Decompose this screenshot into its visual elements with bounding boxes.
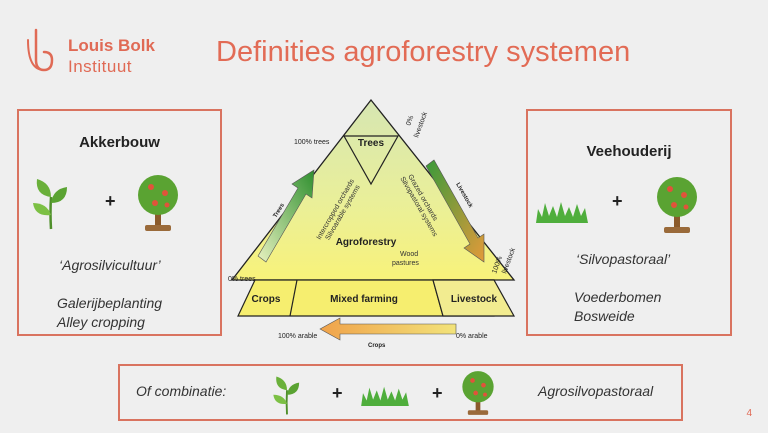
logo: Louis Bolk Instituut <box>24 26 184 78</box>
plus-sign: + <box>432 383 443 403</box>
veehouderij-examples: Voederbomen Bosweide <box>574 288 661 326</box>
logo-subname: Instituut <box>68 57 133 76</box>
agroforestry-triangle: Trees Agroforestry Wood pastures Intercr… <box>228 98 517 349</box>
example-line: Bosweide <box>574 308 635 324</box>
crops-arrow-label: Crops <box>368 343 386 349</box>
combination-box: Of combinatie: + + Agrosilvopastoraal <box>118 364 683 421</box>
percent-label: 0% <box>405 115 415 127</box>
combination-result: Agrosilvopastoraal <box>538 383 654 399</box>
example-line: Galerijbeplanting <box>57 295 163 311</box>
slide-title: Definities agroforestry systemen <box>216 36 631 68</box>
percent-label: livestock <box>501 247 517 275</box>
crop-icon <box>273 376 300 415</box>
percent-label: 100% trees <box>294 139 330 146</box>
example-line: Voederbomen <box>574 289 662 305</box>
percent-label: livestock <box>413 111 429 139</box>
livestock-arrow <box>425 159 485 263</box>
wood-pastures-label: pastures <box>392 260 419 267</box>
akkerbouw-title: Akkerbouw <box>79 134 160 151</box>
veehouderij-box: Veehouderij + ‘Silvopastoraal’ Voederbom… <box>526 109 732 336</box>
tree-icon <box>138 175 178 231</box>
akkerbouw-examples: Galerijbeplanting Alley cropping <box>57 294 162 332</box>
wood-pastures-label: Wood <box>400 251 418 258</box>
percent-label: 0% arable <box>456 333 488 340</box>
grass-icon <box>536 202 588 223</box>
crops-arrow <box>319 317 457 341</box>
tree-icon <box>657 177 697 233</box>
page-number: 4 <box>746 408 752 419</box>
plus-sign: + <box>105 191 116 211</box>
plus-sign: + <box>332 383 343 403</box>
grass-icon <box>361 386 409 406</box>
example-line: Alley cropping <box>57 314 145 330</box>
combination-label: Of combinatie: <box>136 383 227 399</box>
apex-label: Trees <box>358 138 385 149</box>
trees-arrow <box>257 169 315 263</box>
livestock-label: Livestock <box>451 294 498 305</box>
logo-name: Louis Bolk <box>68 36 155 55</box>
plus-sign: + <box>612 191 623 211</box>
mixed-farming-label: Mixed farming <box>330 294 398 305</box>
crop-icon <box>33 179 67 230</box>
center-label: Agroforestry <box>336 237 397 248</box>
veehouderij-term: ‘Silvopastoraal’ <box>576 251 671 267</box>
crops-label: Crops <box>252 294 281 305</box>
logo-mark-icon <box>27 28 54 72</box>
apex-triangle <box>342 135 400 186</box>
akkerbouw-box: Akkerbouw + ‘Agrosilvicultuur’ Galerijbe… <box>17 109 222 336</box>
akkerbouw-term: ‘Agrosilvicultuur’ <box>59 257 161 273</box>
veehouderij-title: Veehouderij <box>586 143 672 160</box>
percent-label: 100% arable <box>278 333 317 340</box>
tree-icon <box>462 371 494 415</box>
percent-label: 0% trees <box>228 276 256 283</box>
